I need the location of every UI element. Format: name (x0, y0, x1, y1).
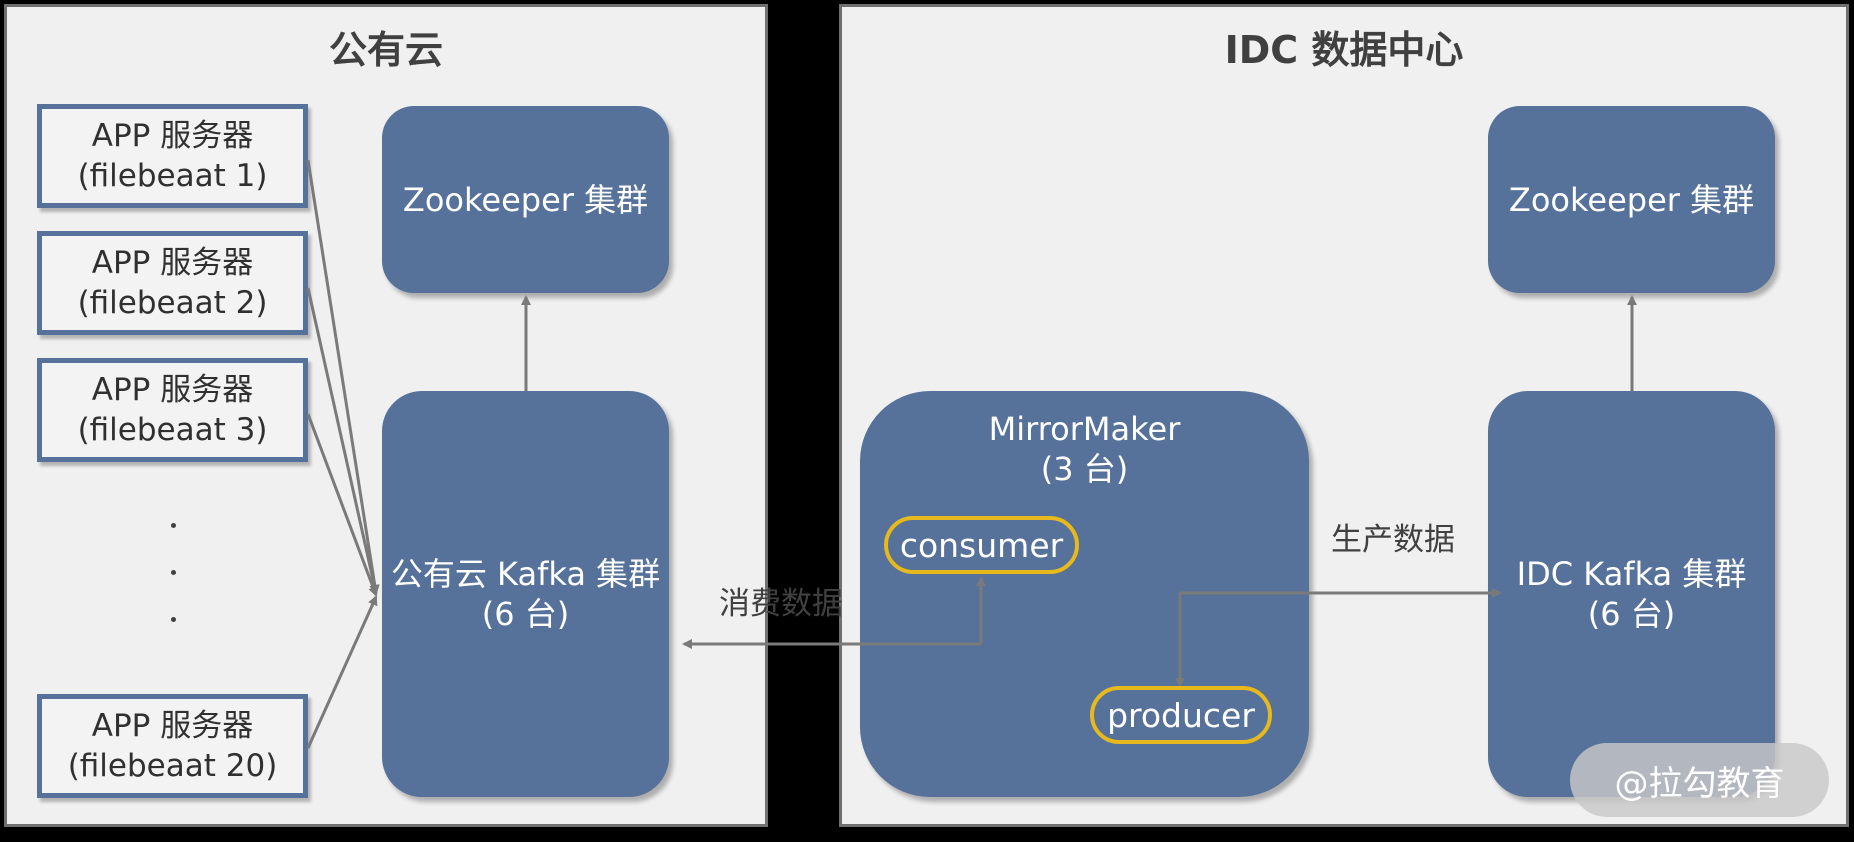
producer-label: producer (1107, 695, 1255, 735)
idc-title: IDC 数据中心 (1224, 28, 1464, 72)
watermark: @拉勾教育 (1570, 743, 1829, 817)
link-app20-kafka (306, 595, 378, 749)
idc-kafka-cluster: IDC Kafka 集群 (6 台) (1488, 391, 1775, 797)
app-server-3: APP 服务器 (filebeaat 3) (37, 358, 308, 462)
public-kafka-label: 公有云 Kafka 集群 (390, 555, 661, 593)
app-server-filebeat: (filebeaat 3) (77, 412, 268, 448)
app-server-2: APP 服务器 (filebeaat 2) (37, 231, 308, 335)
app-server-label: APP 服务器 (91, 245, 254, 281)
ellipsis-dot (171, 617, 176, 622)
public-kafka-count: (6 台) (481, 595, 570, 633)
app-server-filebeat: (filebeaat 20) (67, 748, 278, 784)
public-cloud-title: 公有云 (328, 28, 443, 72)
ellipsis-dot (171, 570, 176, 575)
app-server-filebeat: (filebeaat 2) (77, 285, 268, 321)
link-app2-kafka (306, 287, 380, 595)
app-server-20: APP 服务器 (filebeaat 20) (37, 694, 308, 798)
link-app3-kafka (306, 413, 378, 597)
app-server-label: APP 服务器 (91, 372, 254, 408)
consumer-label: consumer (899, 525, 1064, 565)
consumer-pill: consumer (884, 516, 1079, 574)
mirrormaker-count: (3 台) (1040, 450, 1129, 488)
public-kafka-cluster: 公有云 Kafka 集群 (6 台) (382, 391, 669, 797)
idc-kafka-label: IDC Kafka 集群 (1516, 555, 1747, 593)
produce-data-label: 生产数据 (1331, 522, 1455, 558)
mirrormaker-label: MirrorMaker (988, 410, 1181, 448)
producer-pill: producer (1090, 686, 1272, 744)
idc-zookeeper-label: Zookeeper 集群 (1508, 180, 1755, 219)
idc-kafka-count: (6 台) (1587, 595, 1676, 633)
consume-data-label: 消费数据 (719, 586, 843, 622)
public-zookeeper-cluster: Zookeeper 集群 (382, 106, 669, 293)
app-server-1: APP 服务器 (filebeaat 1) (37, 104, 308, 208)
link-app1-kafka (306, 159, 380, 595)
ellipsis-dot (171, 523, 176, 528)
idc-zookeeper-cluster: Zookeeper 集群 (1488, 106, 1775, 293)
app-server-label: APP 服务器 (91, 118, 254, 154)
public-zookeeper-label: Zookeeper 集群 (402, 180, 649, 219)
app-server-label: APP 服务器 (91, 708, 254, 744)
app-server-filebeat: (filebeaat 1) (77, 158, 268, 194)
